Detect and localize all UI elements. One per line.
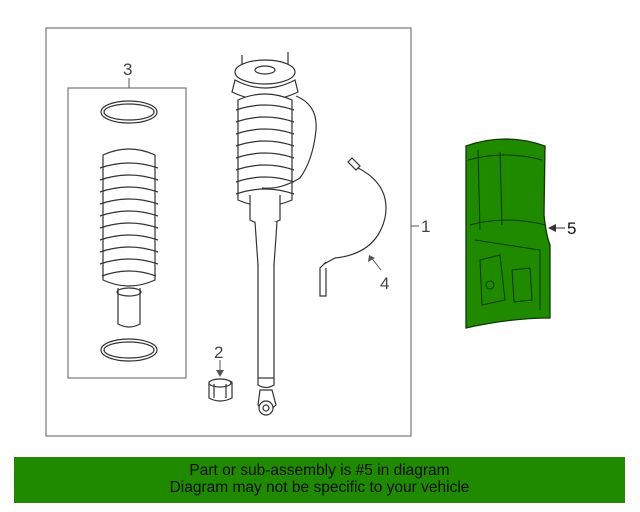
shield-drawing xyxy=(465,138,551,329)
callout-4-arrowhead xyxy=(368,255,375,262)
banner-line-2: Diagram may not be specific to your vehi… xyxy=(169,479,470,496)
callout-5: 5 xyxy=(567,219,576,238)
callout-3: 3 xyxy=(123,60,132,79)
callout-5-arrowhead xyxy=(548,224,556,232)
callout-4: 4 xyxy=(380,274,389,293)
strut-drawing xyxy=(231,52,317,416)
callout-2: 2 xyxy=(214,343,223,362)
callout-1: 1 xyxy=(421,217,430,236)
banner-line-1: Part or sub-assembly is #5 in diagram xyxy=(189,462,450,479)
info-banner: Part or sub-assembly is #5 in diagram Di… xyxy=(14,457,625,503)
boot-kit-drawing xyxy=(99,100,159,362)
assembly-frame xyxy=(45,27,412,437)
sensor-drawing xyxy=(319,157,387,297)
callout-2-arrowhead xyxy=(216,370,224,377)
sub-assembly-frame xyxy=(67,87,187,379)
bushing-drawing xyxy=(208,378,233,402)
